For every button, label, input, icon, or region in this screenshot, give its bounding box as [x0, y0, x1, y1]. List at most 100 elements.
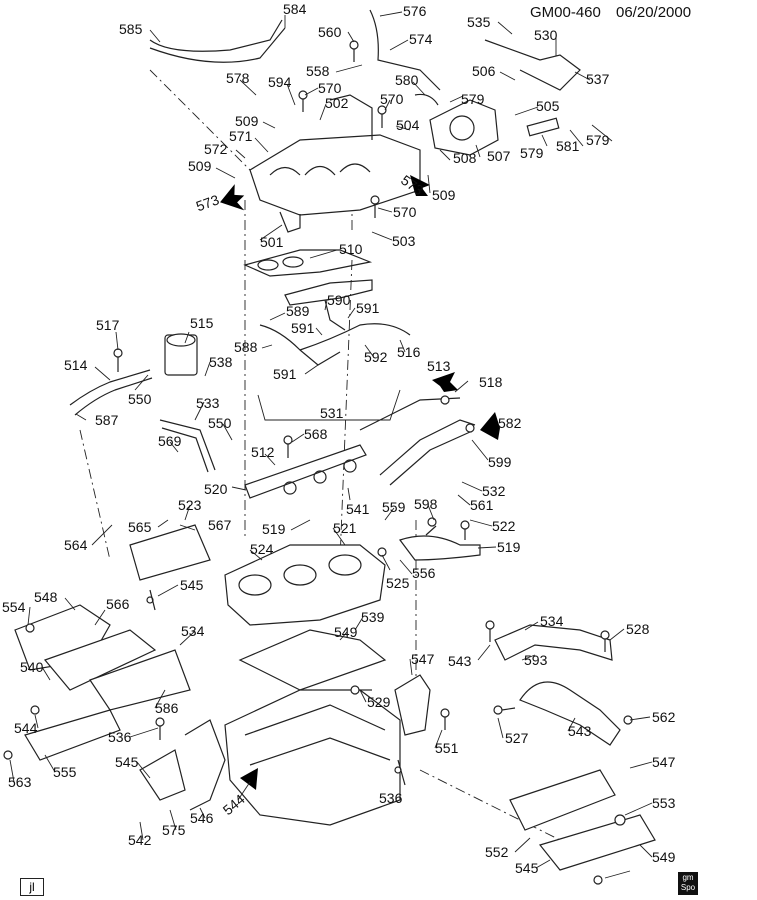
- part-label: 555: [53, 764, 77, 780]
- part-label: 582: [498, 415, 522, 431]
- part-label: 543: [448, 653, 472, 669]
- part-label: 540: [20, 659, 44, 675]
- heat-shield: [129, 524, 211, 581]
- crossover-pipe-lower: [519, 681, 621, 746]
- part-label: 558: [306, 63, 330, 79]
- part-label: 545: [115, 754, 139, 770]
- part-label: 584: [283, 1, 307, 17]
- part-label: 565: [128, 519, 152, 535]
- vacuum-line: [149, 19, 286, 63]
- doc-id: GM00-460: [530, 4, 601, 21]
- part-label: 560: [318, 24, 342, 40]
- gm-logo-line1: gm: [682, 873, 694, 882]
- part-label: 508: [453, 150, 477, 166]
- part-label: 570: [318, 80, 342, 96]
- part-label: 573: [194, 191, 222, 214]
- part-label: 519: [262, 521, 286, 537]
- part-label: 541: [346, 501, 370, 517]
- mount-bracket: [139, 719, 226, 811]
- part-label: 553: [652, 795, 676, 811]
- part-label: 536: [108, 729, 132, 745]
- bracket: [394, 674, 431, 736]
- fuel-line: [379, 419, 476, 486]
- part-label: 543: [568, 723, 592, 739]
- part-label: 547: [411, 651, 435, 667]
- part-label: 552: [485, 844, 509, 860]
- part-label: 563: [8, 774, 32, 790]
- part-label: 548: [34, 589, 58, 605]
- part-label: 528: [626, 621, 650, 637]
- exhaust-manifold-gasket: [89, 649, 191, 711]
- part-label: 574: [409, 31, 433, 47]
- part-label: 581: [556, 138, 580, 154]
- part-label: 514: [64, 357, 88, 373]
- part-label: 559: [382, 499, 406, 515]
- crossover-pipe: [494, 624, 613, 661]
- part-label: 588: [234, 339, 258, 355]
- part-label: 533: [196, 395, 220, 411]
- part-label: 534: [181, 623, 205, 639]
- part-label: 504: [396, 117, 420, 133]
- part-label: 587: [95, 412, 119, 428]
- part-label: 568: [304, 426, 328, 442]
- part-label: 503: [392, 233, 416, 249]
- bracket: [484, 39, 581, 91]
- part-label: 591: [273, 366, 297, 382]
- part-label: 507: [487, 148, 511, 164]
- part-label: 538: [209, 354, 233, 370]
- part-label: 509: [432, 187, 456, 203]
- part-label: 549: [652, 849, 676, 865]
- part-label: 571: [229, 128, 253, 144]
- part-label: 516: [397, 344, 421, 360]
- part-label: 586: [155, 700, 179, 716]
- part-label: 534: [540, 613, 564, 629]
- intake-gasket-set: [243, 249, 373, 306]
- engine-block: [224, 689, 401, 826]
- part-label: 531: [320, 405, 344, 421]
- fastener: [3, 40, 633, 885]
- part-label: 589: [286, 303, 310, 319]
- part-label: 579: [586, 132, 610, 148]
- part-label: 532: [482, 483, 506, 499]
- part-label: 527: [505, 730, 529, 746]
- direction-arrow: [432, 372, 458, 392]
- part-label: 536: [379, 790, 403, 806]
- part-label: 509: [235, 113, 259, 129]
- part-label: 518: [479, 374, 503, 390]
- part-label: 530: [534, 27, 558, 43]
- gm-logo-line2: Spo: [680, 883, 696, 892]
- part-label: 585: [119, 21, 143, 37]
- egr-tube: [69, 369, 153, 416]
- part-label: 591: [356, 300, 380, 316]
- part-label: 564: [64, 537, 88, 553]
- vacuum-line: [369, 9, 441, 91]
- leader-lines: [9, 11, 653, 879]
- part-label: 510: [339, 241, 363, 257]
- part-label: 550: [208, 415, 232, 431]
- pipe: [159, 419, 216, 473]
- part-label: 535: [467, 14, 491, 30]
- direction-arrow: [480, 412, 500, 440]
- part-label: 521: [333, 520, 357, 536]
- part-label: 512: [251, 444, 275, 460]
- direction-arrow: [220, 184, 245, 211]
- part-label: 551: [435, 740, 459, 756]
- part-label: 522: [492, 518, 516, 534]
- part-label: 592: [364, 349, 388, 365]
- part-label: 561: [470, 497, 494, 513]
- hose-connector: [526, 117, 560, 137]
- part-label: 545: [515, 860, 539, 876]
- part-label: 501: [260, 234, 284, 250]
- part-label: 544: [14, 720, 38, 736]
- part-label: 578: [226, 70, 250, 86]
- part-label: 550: [128, 391, 152, 407]
- part-label: 506: [472, 63, 496, 79]
- part-label: 556: [412, 565, 436, 581]
- part-label: 572: [204, 141, 228, 157]
- part-label: 562: [652, 709, 676, 725]
- right-exhaust-heat-shield: [538, 814, 656, 871]
- part-label: 525: [386, 575, 410, 591]
- exhaust-heat-shield-lower: [24, 709, 121, 761]
- part-label: 545: [180, 577, 204, 593]
- part-label: 549: [334, 624, 358, 640]
